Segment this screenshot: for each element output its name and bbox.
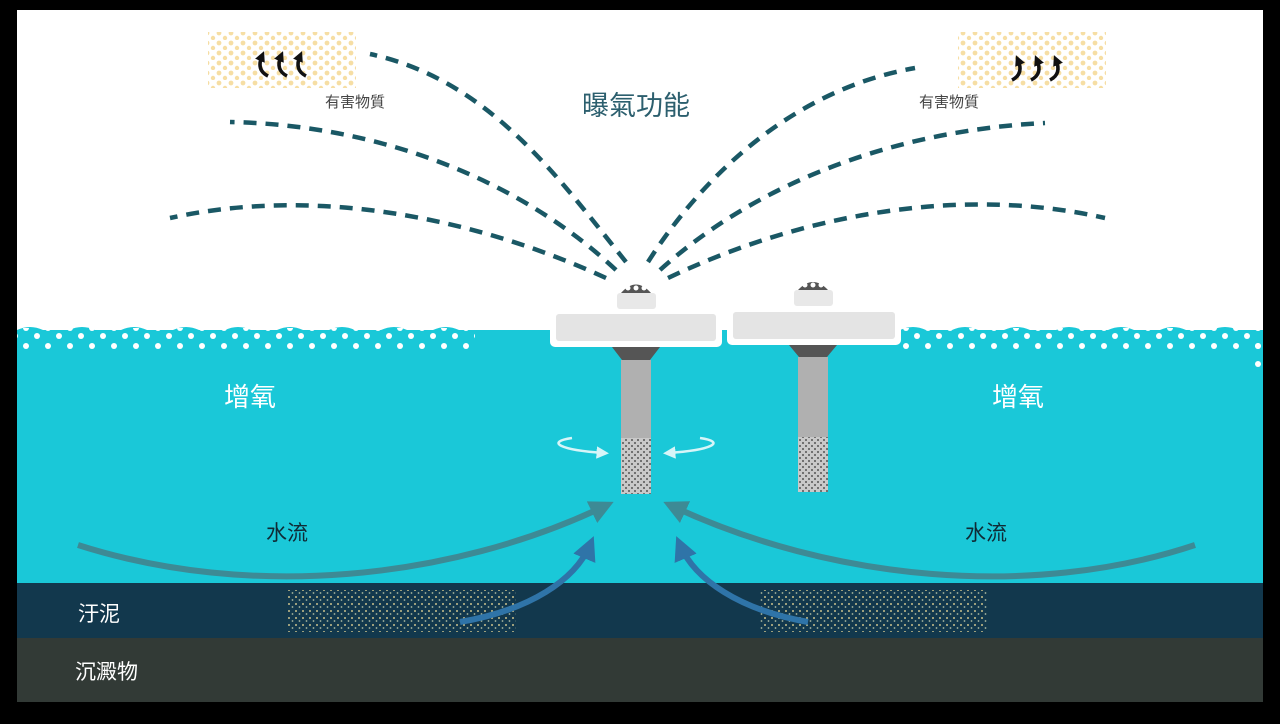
spray-line-left-1 bbox=[369, 51, 628, 264]
intake-screen-left bbox=[621, 438, 651, 494]
harmful-particles-left bbox=[208, 32, 356, 88]
water-flow-label-left: 水流 bbox=[266, 521, 308, 545]
oxygenation-label-right: 增氧 bbox=[992, 383, 1045, 413]
spray-lines bbox=[169, 51, 1106, 281]
foam-bubbles-right bbox=[900, 328, 1263, 350]
spray-line-right-2 bbox=[658, 120, 1046, 272]
motor-housing-left bbox=[617, 293, 656, 309]
motor-housing-right bbox=[794, 290, 833, 306]
sludge-particles-right bbox=[760, 590, 988, 632]
sludge-layer bbox=[17, 583, 1263, 638]
oxygenation-label-left: 增氧 bbox=[224, 383, 277, 413]
shaft-right bbox=[798, 357, 828, 437]
aerator-right bbox=[727, 282, 901, 492]
shaft-collar-right bbox=[789, 345, 837, 357]
intake-screen-right bbox=[798, 437, 828, 492]
swirl-arrow-right bbox=[663, 436, 715, 459]
spray-line-right-3 bbox=[667, 202, 1106, 281]
aerator-left bbox=[550, 284, 722, 494]
rising-arrows-left bbox=[255, 51, 307, 78]
upflow-arrow-left bbox=[459, 536, 596, 625]
spray-line-left-2 bbox=[229, 119, 618, 272]
shaft-collar-left bbox=[612, 347, 660, 360]
sludge-label: 汙泥 bbox=[78, 602, 120, 626]
foam-bubbles-edge bbox=[1250, 330, 1264, 370]
spray-line-left-3 bbox=[169, 203, 607, 281]
spray-line-right-1 bbox=[646, 65, 916, 264]
shaft-left bbox=[621, 360, 651, 438]
sludge-particles-left bbox=[288, 590, 516, 632]
water-flow-label-right: 水流 bbox=[965, 521, 1007, 545]
swirl-arrow-left bbox=[557, 436, 609, 459]
rising-arrows-right bbox=[1011, 55, 1063, 82]
water-flow-arrow-left bbox=[77, 501, 614, 580]
foam-bubbles-left bbox=[17, 328, 475, 350]
harmful-substances-label-right: 有害物質 bbox=[919, 93, 980, 111]
diagram-title: 曝氣功能 bbox=[582, 91, 690, 122]
sediment-layer bbox=[17, 638, 1263, 702]
upflow-arrow-right bbox=[674, 536, 809, 625]
sediment-label: 沉澱物 bbox=[75, 660, 138, 684]
harmful-substances-label-left: 有害物質 bbox=[325, 93, 386, 111]
water-flow-arrow-right bbox=[663, 501, 1196, 580]
